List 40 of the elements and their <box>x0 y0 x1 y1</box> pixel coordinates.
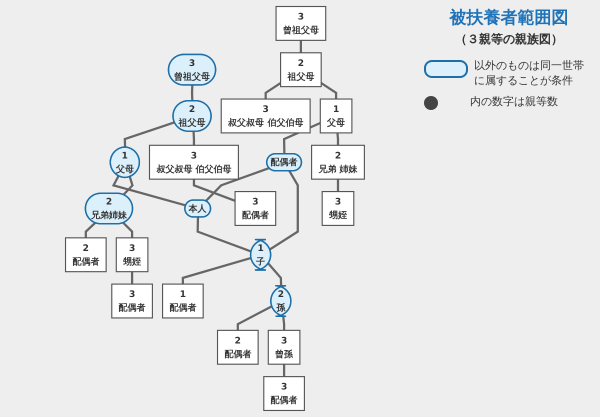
diagram-subtitle: （３親等の親族図） <box>454 31 564 48</box>
connector <box>336 179 340 192</box>
node-box: 3 叔父叔母 伯父伯母 <box>220 98 311 134</box>
legend-text: 内の数字は親等数 <box>470 94 558 109</box>
node-box: 2 祖父母 <box>280 52 322 88</box>
connector <box>269 170 299 250</box>
connector <box>282 316 286 330</box>
connector <box>190 85 194 102</box>
node-box: 2 配偶者 <box>65 237 107 272</box>
node-box: 1 父母 <box>320 98 352 134</box>
connector <box>205 167 270 202</box>
node-box: 3 配偶者 <box>111 284 154 318</box>
node-box: 3 配偶者 <box>263 376 306 412</box>
node-box: 3 甥姪 <box>322 191 354 226</box>
node-box: 3 曾孫 <box>268 330 300 365</box>
connector <box>268 262 282 286</box>
connector <box>196 217 252 253</box>
connector <box>122 222 134 238</box>
node-box: 3 配偶者 <box>234 191 276 226</box>
node-box: 2 兄弟 姉妹 <box>311 144 365 180</box>
diagram-title: 被扶養者範囲図 <box>448 7 570 29</box>
node-box: 1 配偶者 <box>162 284 204 318</box>
connector <box>192 179 236 202</box>
node-box: 3 叔父叔母 伯父伯母 <box>148 144 239 180</box>
connector <box>131 272 134 284</box>
node-box: 2 配偶者 <box>217 330 259 365</box>
connector <box>124 121 175 148</box>
connector <box>236 305 273 330</box>
connector <box>112 175 186 207</box>
connector <box>264 82 282 100</box>
connector <box>283 364 286 377</box>
node-box: 3 曾祖父母 <box>276 6 326 41</box>
connector <box>182 256 252 284</box>
connector <box>320 82 338 100</box>
connector <box>336 132 340 146</box>
legend-text: 以外のものは同一世帯に属することが条件 <box>474 58 585 88</box>
connector <box>192 131 196 146</box>
node-box: 3 甥姪 <box>116 237 148 272</box>
connector <box>84 222 96 238</box>
connector <box>300 40 302 53</box>
